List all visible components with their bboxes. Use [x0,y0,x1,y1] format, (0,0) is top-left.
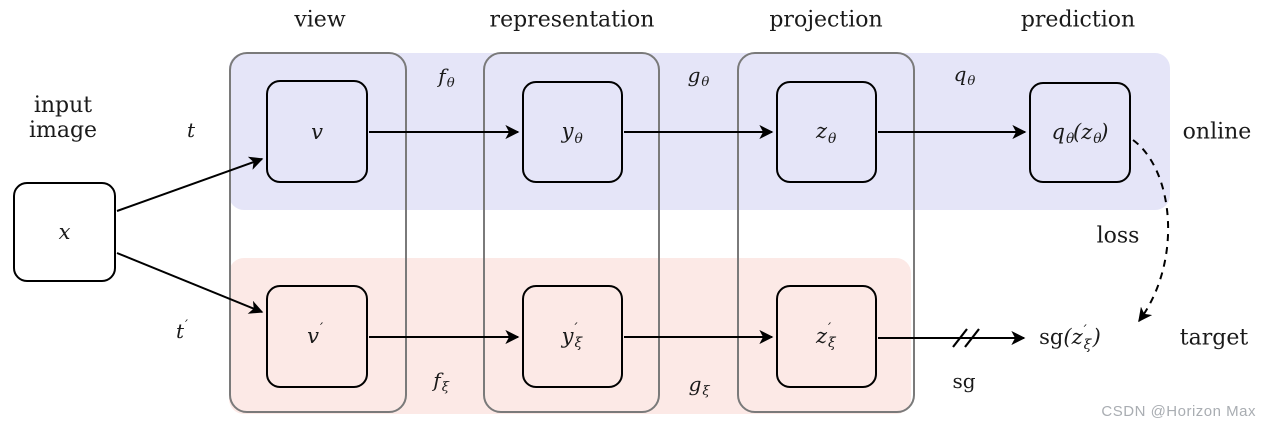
math-sub: ξ [1083,336,1092,353]
math-script: ξ [441,374,451,396]
node-v-prime-label: v′ [307,321,327,350]
math-sub: ξ [441,380,449,396]
representation-column [483,52,660,413]
math-script: ξ [701,378,711,400]
math-script: θ [1065,124,1075,148]
view-column [229,52,407,413]
target-label: target [1179,325,1249,351]
online-label: online [1182,119,1252,145]
node-v-label: v [311,120,323,144]
math-sub: ξ [574,335,583,352]
math-sub: θ [1093,131,1102,148]
node-z-xi-label: z′ξ [815,321,837,352]
math-base: z [815,323,828,348]
math-base: f [438,64,446,89]
math-base: y [561,119,574,144]
stop-gradient-slash-1 [952,328,968,348]
math-sup: ′ [574,321,578,338]
input-image-line1: input [33,93,93,118]
edge-label-t: t [187,118,195,142]
math-sup: ′ [1083,322,1087,339]
math-sub: θ [574,130,583,147]
math-base: q [1051,119,1065,144]
node-x: x [13,182,116,282]
math-sup: ′ [319,321,324,338]
math-script: θ [573,124,583,147]
edge-label-t-prime: t′ [175,318,192,345]
node-v-prime: v′ [266,285,368,388]
header-representation: representation [489,7,655,33]
math-base: g [688,372,702,397]
math-sup: ′ [828,321,832,338]
math-script: ′ξ [1083,323,1093,353]
math-base: z [815,119,828,144]
input-image-label: input image [29,93,97,143]
watermark: CSDN @Horizon Max [1101,403,1256,420]
sg-text: sg [952,369,976,393]
math-sub: θ [828,130,837,147]
math-sub: ξ [702,384,710,400]
math-base: t [175,319,185,344]
node-x-label: x [59,220,71,244]
math-paren: ( [1072,119,1082,144]
math-base: q [953,62,967,87]
math-script: ′ [319,321,327,349]
math-script: θ [827,124,837,147]
header-view: view [294,7,346,33]
math-script: θ [1092,124,1102,148]
math-base: g [687,63,701,88]
sg-text: sg [1039,325,1064,350]
math-base: y [561,323,574,348]
edge-label-sg: sg [952,369,975,393]
math-script: ′ξ [827,321,837,352]
header-prediction: prediction [1020,7,1136,33]
math-base: x [58,220,71,244]
math-script: ′ [184,318,192,345]
math-base: f [433,368,441,393]
node-y-xi-label: y′ξ [561,321,584,352]
math-script: θ [446,70,456,92]
math-paren: ) [1092,325,1101,350]
math-base: v [307,323,319,348]
math-script: ′ξ [573,321,583,352]
math-sub: θ [967,74,976,90]
loss-label: loss [1096,223,1140,249]
input-image-line2: image [28,118,98,143]
math-script: θ [700,69,710,91]
node-z-xi: z′ξ [776,285,877,388]
sg-target-label: sg(z′ξ) [1039,323,1101,353]
math-base: z [1071,325,1083,350]
math-script: θ [966,68,976,90]
math-sub: ξ [828,335,836,352]
header-projection: projection [769,7,883,33]
target-band [229,258,911,414]
math-paren: ) [1100,119,1109,144]
math-paren: ( [1063,325,1072,350]
math-base: v [311,119,323,144]
math-sub: θ [446,76,455,92]
math-base: t [186,118,196,142]
projection-column [737,52,915,413]
math-sup: ′ [185,317,189,333]
math-sub: θ [701,75,710,91]
node-v: v [266,80,368,183]
node-y-xi: y′ξ [522,285,623,388]
math-sub: θ [1065,131,1075,148]
stop-gradient-slash-2 [964,328,980,348]
math-base: z [1081,119,1093,144]
